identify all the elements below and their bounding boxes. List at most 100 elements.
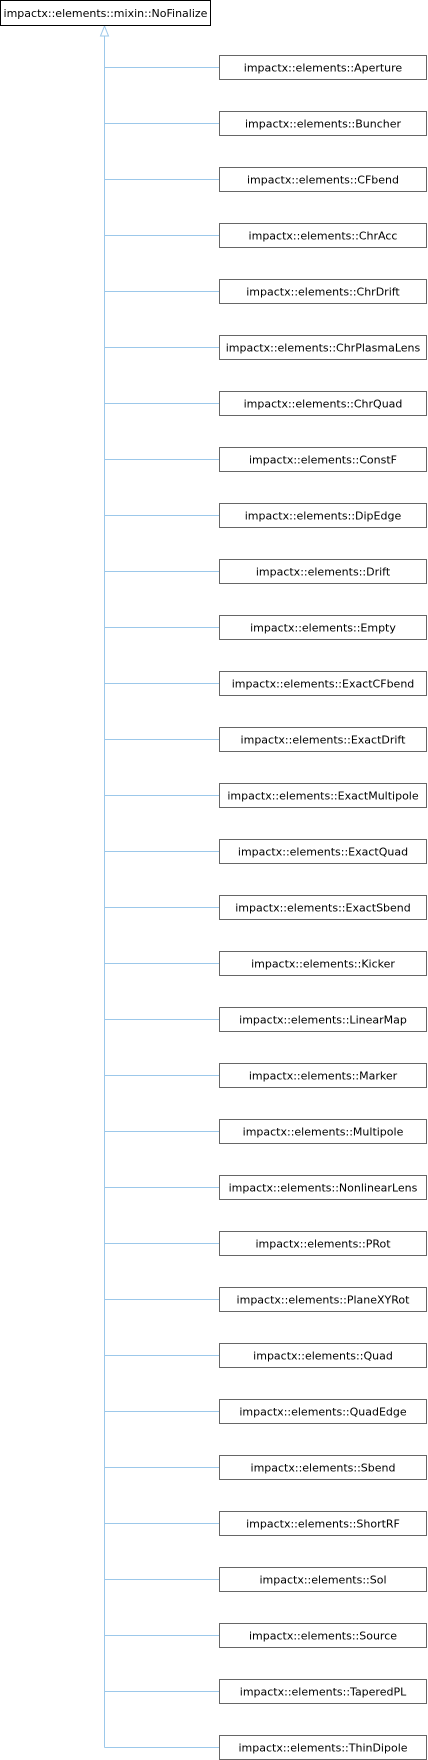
derived-class-label: impactx::elements::ChrDrift — [246, 286, 400, 299]
derived-class-label: impactx::elements::ChrPlasmaLens — [226, 342, 421, 355]
derived-class-box — [219, 167, 427, 192]
derived-class-box — [219, 727, 427, 752]
derived-class-box — [219, 391, 427, 416]
derived-class-label: impactx::elements::QuadEdge — [239, 1406, 407, 1419]
derived-class-box — [219, 1231, 427, 1256]
derived-class-label: impactx::elements::ConstF — [249, 454, 397, 467]
derived-class-node[interactable]: impactx::elements::ChrAcc — [219, 223, 427, 248]
derived-class-box — [219, 503, 427, 528]
derived-class-label: impactx::elements::ThinDipole — [238, 1742, 407, 1755]
derived-class-box — [219, 559, 427, 584]
derived-class-label: impactx::elements::ExactQuad — [238, 846, 408, 859]
derived-class-node[interactable]: impactx::elements::ExactSbend — [219, 895, 427, 920]
derived-class-label: impactx::elements::ShortRF — [246, 1518, 400, 1531]
derived-class-node[interactable]: impactx::elements::CFbend — [219, 167, 427, 192]
derived-class-label: impactx::elements::Aperture — [244, 62, 403, 75]
derived-class-label: impactx::elements::Quad — [253, 1350, 393, 1363]
derived-class-box — [219, 1679, 427, 1704]
derived-class-label: impactx::elements::Drift — [256, 566, 391, 579]
derived-class-box — [219, 1567, 427, 1592]
derived-class-node[interactable]: impactx::elements::ChrPlasmaLens — [219, 335, 427, 360]
derived-class-label: impactx::elements::ExactMultipole — [227, 790, 418, 803]
derived-class-node[interactable]: impactx::elements::QuadEdge — [219, 1399, 427, 1424]
derived-class-node[interactable]: impactx::elements::DipEdge — [219, 503, 427, 528]
derived-class-list: impactx::elements::Apertureimpactx::elem… — [219, 55, 427, 1760]
derived-class-node[interactable]: impactx::elements::Sbend — [219, 1455, 427, 1480]
derived-class-label: impactx::elements::ExactDrift — [241, 734, 407, 747]
inheritance-edges — [99, 24, 220, 1748]
derived-class-label: impactx::elements::Source — [249, 1630, 397, 1643]
derived-class-node[interactable]: impactx::elements::Sol — [219, 1567, 427, 1592]
derived-class-label: impactx::elements::LinearMap — [239, 1014, 407, 1027]
derived-class-box — [219, 1063, 427, 1088]
derived-class-node[interactable]: impactx::elements::Marker — [219, 1063, 427, 1088]
derived-class-box — [219, 279, 427, 304]
derived-class-box — [219, 1175, 427, 1200]
derived-class-node[interactable]: impactx::elements::ExactCFbend — [219, 671, 427, 696]
derived-class-label: impactx::elements::Kicker — [251, 958, 395, 971]
root-class-node[interactable]: impactx::elements::mixin::NoFinalize — [0, 0, 211, 26]
derived-class-node[interactable]: impactx::elements::TaperedPL — [219, 1679, 427, 1704]
derived-class-node[interactable]: impactx::elements::ShortRF — [219, 1511, 427, 1536]
derived-class-node[interactable]: impactx::elements::ConstF — [219, 447, 427, 472]
derived-class-node[interactable]: impactx::elements::Empty — [219, 615, 427, 640]
derived-class-box — [219, 895, 427, 920]
derived-class-box — [219, 55, 427, 80]
derived-class-label: impactx::elements::ExactCFbend — [232, 678, 415, 691]
derived-class-label: impactx::elements::ChrAcc — [249, 230, 398, 243]
derived-class-node[interactable]: impactx::elements::ThinDipole — [219, 1735, 427, 1760]
derived-class-label: impactx::elements::Multipole — [243, 1126, 404, 1139]
derived-class-node[interactable]: impactx::elements::Aperture — [219, 55, 427, 80]
derived-class-box — [219, 1119, 427, 1144]
derived-class-node[interactable]: impactx::elements::LinearMap — [219, 1007, 427, 1032]
derived-class-box — [219, 223, 427, 248]
root-class-box — [0, 0, 211, 26]
derived-class-node[interactable]: impactx::elements::ExactDrift — [219, 727, 427, 752]
derived-class-box — [219, 1623, 427, 1648]
derived-class-box — [219, 447, 427, 472]
derived-class-node[interactable]: impactx::elements::ChrQuad — [219, 391, 427, 416]
root-class-label: impactx::elements::mixin::NoFinalize — [4, 7, 208, 20]
derived-class-label: impactx::elements::DipEdge — [245, 510, 402, 523]
derived-class-label: impactx::elements::CFbend — [247, 174, 399, 187]
derived-class-box — [219, 335, 427, 360]
derived-class-box — [219, 1287, 427, 1312]
derived-class-box — [219, 951, 427, 976]
derived-class-label: impactx::elements::ChrQuad — [244, 398, 403, 411]
derived-class-label: impactx::elements::ExactSbend — [235, 902, 411, 915]
derived-class-label: impactx::elements::PlaneXYRot — [237, 1294, 411, 1307]
derived-class-node[interactable]: impactx::elements::ExactMultipole — [219, 783, 427, 808]
derived-class-label: impactx::elements::Marker — [249, 1070, 398, 1083]
derived-class-label: impactx::elements::Empty — [250, 622, 396, 635]
derived-class-label: impactx::elements::Sbend — [251, 1462, 396, 1475]
derived-class-node[interactable]: impactx::elements::ChrDrift — [219, 279, 427, 304]
derived-class-label: impactx::elements::Sol — [259, 1574, 386, 1587]
derived-class-node[interactable]: impactx::elements::PRot — [219, 1231, 427, 1256]
derived-class-label: impactx::elements::PRot — [255, 1238, 391, 1251]
derived-class-node[interactable]: impactx::elements::Quad — [219, 1343, 427, 1368]
derived-class-box — [219, 839, 427, 864]
derived-class-box — [219, 615, 427, 640]
inheritance-arrowhead — [99, 24, 110, 37]
derived-class-node[interactable]: impactx::elements::Source — [219, 1623, 427, 1648]
derived-class-label: impactx::elements::NonlinearLens — [229, 1182, 418, 1195]
derived-class-node[interactable]: impactx::elements::Kicker — [219, 951, 427, 976]
derived-class-box — [219, 1399, 427, 1424]
derived-class-node[interactable]: impactx::elements::Drift — [219, 559, 427, 584]
derived-class-node[interactable]: impactx::elements::ExactQuad — [219, 839, 427, 864]
derived-class-node[interactable]: impactx::elements::PlaneXYRot — [219, 1287, 427, 1312]
derived-class-node[interactable]: impactx::elements::NonlinearLens — [219, 1175, 427, 1200]
derived-class-label: impactx::elements::Buncher — [245, 118, 402, 131]
derived-class-label: impactx::elements::TaperedPL — [240, 1686, 407, 1699]
derived-class-box — [219, 1511, 427, 1536]
derived-class-node[interactable]: impactx::elements::Buncher — [219, 111, 427, 136]
derived-class-box — [219, 671, 427, 696]
derived-class-box — [219, 1007, 427, 1032]
derived-class-box — [219, 783, 427, 808]
derived-class-box — [219, 111, 427, 136]
derived-class-box — [219, 1455, 427, 1480]
derived-class-node[interactable]: impactx::elements::Multipole — [219, 1119, 427, 1144]
derived-class-box — [219, 1343, 427, 1368]
derived-class-box — [219, 1735, 427, 1760]
